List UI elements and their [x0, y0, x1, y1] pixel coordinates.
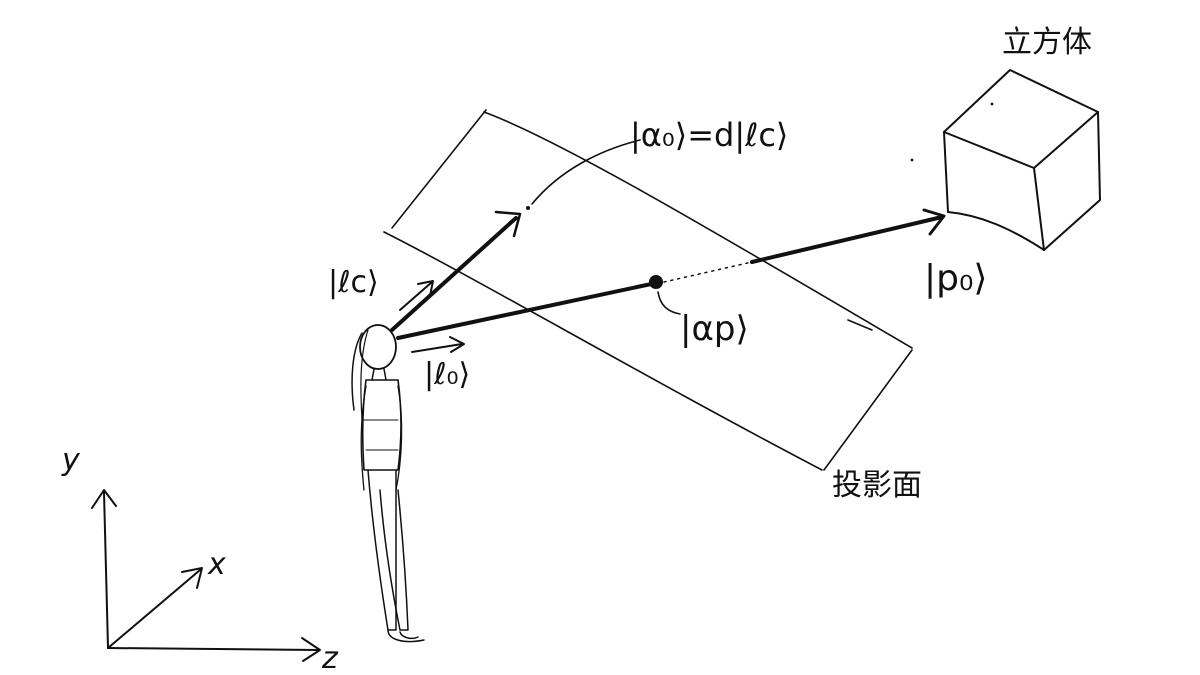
alpha0-point: [526, 206, 530, 210]
ray-segment-to-cube: [752, 217, 942, 262]
plane-edge-left: [392, 110, 486, 228]
person-feet: [388, 630, 424, 642]
y-axis-line: [104, 492, 108, 648]
projection-point: [649, 275, 663, 289]
cube-side-face: [1044, 112, 1100, 250]
unit-vector-l0: |ℓ₀⟩: [412, 337, 470, 392]
ray-dotted-segment: [664, 262, 752, 282]
cube-label: 立方体: [1002, 25, 1092, 60]
vec-alphap-label: |αp⟩: [680, 309, 749, 349]
vec-lc-label: |ℓc⟩: [328, 265, 379, 300]
cube-front-right-edge: [1034, 168, 1044, 250]
person-left-arm: [361, 386, 366, 490]
cube-bottom-edge: [948, 212, 1044, 250]
vec-p0-label: |p₀⟩: [924, 258, 987, 299]
cube-stray-dot: [911, 159, 914, 162]
alpha0-leader: [532, 140, 640, 204]
person-left-leg: [368, 470, 396, 630]
axis-x-label: x: [207, 547, 226, 582]
vec-alpha0-label: |α₀⟩=d|ℓc⟩: [630, 116, 788, 154]
cube-front-left-edge: [944, 132, 948, 212]
lc-scaled-line: [392, 218, 516, 330]
alphap-leader: [658, 292, 680, 314]
x-axis-line: [108, 570, 200, 648]
z-axis-line: [108, 648, 318, 650]
person-torso-lines: [364, 420, 398, 450]
coordinate-axes: y x z: [61, 443, 339, 675]
vec-l0-label: |ℓ₀⟩: [424, 357, 470, 392]
axis-z-label: z: [321, 641, 339, 675]
person-hair-inner: [361, 330, 368, 420]
axis-y-label: y: [61, 443, 81, 478]
plane-edge-bottom: [384, 232, 822, 470]
camera-direction-vector: |α₀⟩=d|ℓc⟩ |ℓc⟩: [328, 116, 788, 330]
person-head: [360, 325, 396, 369]
cube-dot: [991, 103, 994, 106]
alphap-annotation: |αp⟩: [658, 292, 749, 349]
standing-person: [352, 325, 424, 642]
person-torso: [363, 380, 401, 470]
cube-top-face: [944, 70, 1098, 168]
projection-plane: 投影面: [384, 110, 922, 503]
plane-edge-right: [824, 350, 912, 470]
projection-plane-label: 投影面: [832, 468, 922, 503]
person-neck: [372, 369, 386, 380]
